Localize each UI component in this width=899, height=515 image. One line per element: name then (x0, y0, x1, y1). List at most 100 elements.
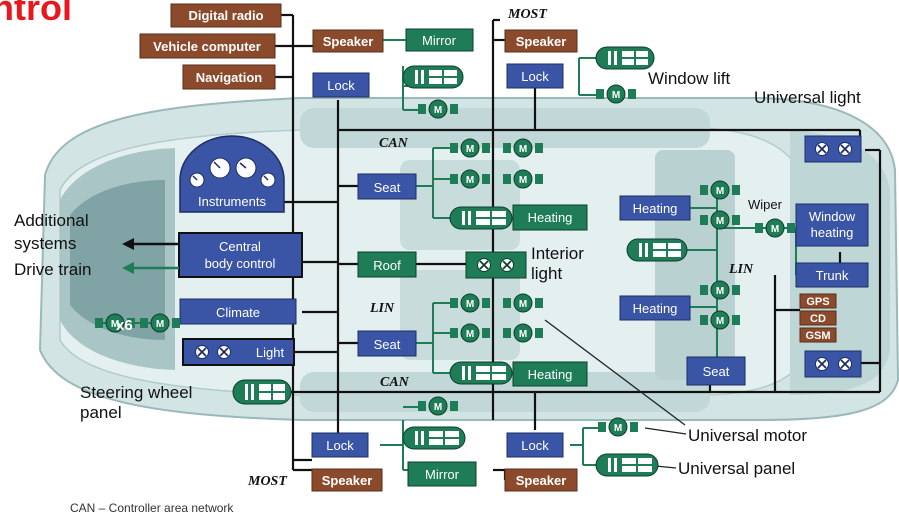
blue-module-heating-right-bottom: Heating (619, 295, 691, 321)
motor-letter: M (466, 144, 474, 155)
svg-text:Mirror: Mirror (422, 33, 457, 48)
motor-icon: M (503, 138, 543, 158)
universal-light-label: Universal light (754, 88, 861, 107)
motor-letter: M (111, 319, 119, 330)
blue-module-instruments: Instruments (179, 135, 285, 213)
svg-text:Digital radio: Digital radio (188, 8, 263, 23)
motor-icon: M (700, 210, 740, 230)
blue-module-lock-bottom-left: Lock (311, 432, 369, 458)
blue-module-roof: Roof (357, 251, 417, 278)
bus-label-most-top: MOST (507, 7, 548, 22)
svg-text:Lock: Lock (521, 69, 549, 84)
blue-module-climate: Climate (179, 298, 297, 325)
motor-icon: M (95, 313, 135, 333)
motor-letter: M (771, 224, 779, 235)
svg-text:Seat: Seat (374, 180, 401, 195)
svg-text:Instruments: Instruments (198, 194, 266, 209)
blue-module-trunk: Trunk (795, 262, 869, 288)
brown-module-gsm: GSM (799, 327, 837, 343)
universal-motor-label: Universal motor (688, 426, 807, 445)
svg-text:Lock: Lock (326, 438, 354, 453)
brown-module-vehicle-computer: Vehicle computer (139, 33, 276, 59)
bus-label-lin-left: LIN (369, 301, 395, 316)
switch-panel-icon (595, 46, 655, 70)
blue-module-lock-top-left: Lock (312, 72, 370, 98)
blue-module-light: Light (182, 338, 295, 366)
svg-text:CD: CD (810, 313, 826, 325)
x6-label: x6 (116, 317, 133, 334)
svg-text:Steering wheel: Steering wheel (80, 383, 192, 402)
blue-module-central-body-control: Central body control (178, 232, 303, 278)
blue-module-seat-rear-left: Seat (357, 330, 417, 357)
motor-letter: M (466, 175, 474, 186)
additional-systems-label: Additional systems (14, 211, 89, 253)
motor-icon: M (503, 323, 543, 343)
motor-letter: M (466, 299, 474, 310)
svg-text:GPS: GPS (806, 296, 829, 308)
motor-letter: M (612, 90, 620, 101)
svg-text:Roof: Roof (373, 258, 401, 273)
svg-text:Seat: Seat (374, 337, 401, 352)
switch-panel-icon (626, 238, 688, 262)
interior-light-label: Interior light (531, 244, 584, 283)
svg-text:Lock: Lock (521, 438, 549, 453)
brown-module-speaker-top-right: Speaker (504, 29, 578, 53)
svg-text:Interior: Interior (531, 244, 584, 263)
arrow-drive-train (122, 262, 179, 274)
blue-module-lock-bottom-right: Lock (506, 432, 564, 458)
motor-letter: M (519, 329, 527, 340)
svg-text:Speaker: Speaker (323, 34, 374, 49)
lamp-icon (195, 345, 231, 359)
brown-module-gps: GPS (799, 293, 837, 309)
brown-module-speaker-bottom-right: Speaker (504, 468, 578, 492)
universal-light-box-top (804, 135, 862, 163)
bus-label-can-bottom: CAN (380, 375, 410, 390)
switch-panels (232, 46, 688, 477)
svg-text:Heating: Heating (528, 210, 573, 225)
svg-text:GSM: GSM (805, 330, 830, 342)
switch-panel-icon (449, 361, 513, 385)
svg-text:Light: Light (256, 345, 285, 360)
arrow-additional-systems (122, 238, 179, 250)
svg-text:Speaker: Speaker (516, 473, 567, 488)
motor-letter: M (716, 186, 724, 197)
brown-module-navigation: Navigation (182, 64, 276, 90)
blue-module-seat-right: Seat (686, 356, 746, 386)
page-title: ntrol (0, 0, 72, 28)
blue-module-seat-front-left: Seat (357, 173, 417, 200)
motor-letter: M (614, 423, 622, 434)
svg-text:Climate: Climate (216, 305, 260, 320)
bus-label-can-top: CAN (379, 136, 409, 151)
switch-panel-icon (595, 453, 659, 477)
bus-label-most-bottom: MOST (247, 474, 288, 489)
green-module-heating-rear: Heating (512, 361, 588, 387)
motor-letter: M (519, 144, 527, 155)
svg-text:panel: panel (80, 403, 122, 422)
svg-text:Window: Window (809, 209, 856, 224)
svg-text:systems: systems (14, 234, 76, 253)
blue-module-window-heating: Window heating (795, 203, 869, 247)
green-module-mirror-bottom: Mirror (407, 461, 477, 487)
brown-module-cd: CD (799, 310, 837, 326)
universal-light-box-bottom (804, 350, 862, 378)
motor-letter: M (519, 299, 527, 310)
svg-text:heating: heating (811, 225, 854, 240)
motor-icon: M (598, 417, 638, 437)
motor-icon: M (450, 293, 490, 313)
motor-letter: M (434, 402, 442, 413)
svg-text:Central: Central (219, 239, 261, 254)
green-module-heating-front: Heating (512, 204, 588, 231)
steering-wheel-panel-label: Steering wheel panel (80, 383, 192, 422)
motor-icon: M (418, 396, 458, 416)
interior-light-box (465, 251, 527, 279)
motor-letter: M (716, 216, 724, 227)
motor-icon: M (450, 169, 490, 189)
svg-text:Seat: Seat (703, 364, 730, 379)
drive-train-label: Drive train (14, 260, 91, 279)
motor-icon: M (418, 99, 458, 119)
motor-letter: M (434, 105, 442, 116)
motor-letter: M (716, 286, 724, 297)
svg-text:Additional: Additional (14, 211, 89, 230)
